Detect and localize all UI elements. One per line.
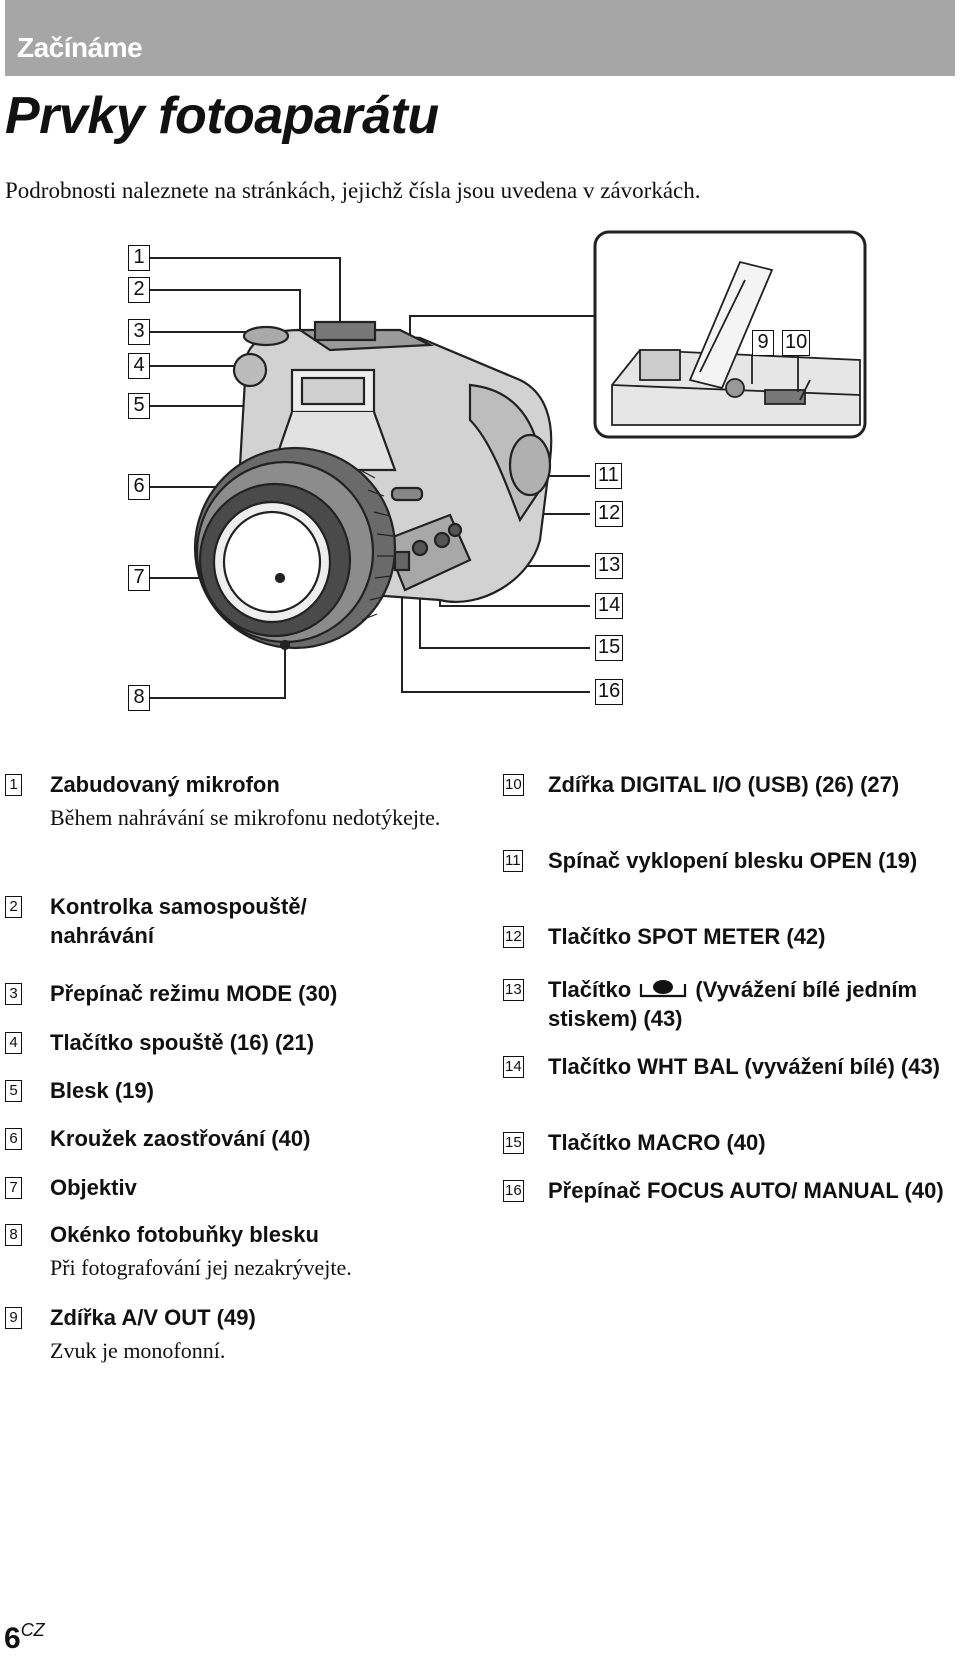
item-number: 10 [503, 774, 524, 796]
callout-10: 10 [782, 330, 811, 356]
item-note: Během nahrávání se mikrofonu nedotýkejte… [50, 805, 441, 830]
item-label: Spínač vyklopení blesku OPEN (19) [548, 848, 918, 873]
callout-15: 15 [595, 635, 624, 661]
item-number: 12 [503, 926, 524, 948]
callout-6: 6 [128, 474, 150, 500]
item-number: 15 [503, 1132, 524, 1154]
item-label-after: (Vyvážení bílé jedním stiskem) (43) [548, 977, 918, 1031]
section-title: Začínáme [17, 32, 143, 63]
item-label: Tlačítko (Vyvážení bílé jedním stiskem) … [548, 975, 948, 1033]
item-label: Tlačítko MACRO (40) [548, 1130, 766, 1155]
item-number: 5 [5, 1080, 22, 1102]
item-label: Kroužek zaostřování (40) [50, 1126, 311, 1151]
item-label: Objektiv [50, 1175, 137, 1200]
item-number: 13 [503, 979, 524, 1001]
callout-3: 3 [128, 319, 150, 345]
item-label: Přepínač režimu MODE (30) [50, 981, 338, 1006]
item-label: Kontrolka samospouště/ nahrávání [50, 894, 307, 948]
callout-16: 16 [595, 679, 624, 705]
item-note: Při fotografování jej nezakrývejte. [50, 1255, 352, 1280]
item-label: Přepínač FOCUS AUTO/ MANUAL (40) [548, 1178, 944, 1203]
one-push-white-balance-icon [640, 980, 687, 998]
item-number: 6 [5, 1128, 22, 1150]
item-label: Okénko fotobuňky blesku [50, 1222, 319, 1247]
callout-13: 13 [595, 553, 624, 579]
callout-11: 11 [595, 463, 622, 489]
item-number: 14 [503, 1056, 524, 1078]
callout-1: 1 [128, 245, 150, 271]
callout-4: 4 [128, 353, 150, 379]
page-footer: 6CZ [4, 1620, 45, 1656]
intro-text: Podrobnosti naleznete na stránkách, jeji… [5, 178, 701, 203]
callout-12: 12 [595, 501, 624, 527]
item-number: 2 [5, 896, 22, 918]
item-number: 1 [5, 774, 22, 796]
item-label: Zdířka A/V OUT (49) [50, 1305, 256, 1330]
language-code: CZ [20, 1620, 45, 1640]
camera-illustration [150, 230, 867, 699]
item-number: 16 [503, 1180, 524, 1202]
item-number: 8 [5, 1224, 22, 1246]
item-label-before: Tlačítko [548, 977, 632, 1002]
callout-9: 9 [752, 330, 774, 356]
callout-7: 7 [128, 565, 150, 591]
item-label: Tlačítko spouště (16) (21) [50, 1030, 315, 1055]
callout-14: 14 [595, 593, 624, 619]
item-label: Zdířka DIGITAL I/O (USB) (26) (27) [548, 772, 900, 797]
item-note: Zvuk je monofonní. [50, 1338, 226, 1363]
callout-2: 2 [128, 277, 150, 303]
item-label: Blesk (19) [50, 1078, 154, 1103]
item-number: 4 [5, 1032, 22, 1054]
item-number: 11 [503, 850, 523, 872]
callout-8: 8 [128, 685, 150, 711]
item-number: 7 [5, 1177, 22, 1199]
callout-5: 5 [128, 393, 150, 419]
page-title: Prvky fotoaparátu [5, 87, 439, 145]
item-label: Zabudovaný mikrofon [50, 772, 280, 797]
item-number: 9 [5, 1307, 22, 1329]
page-number: 6 [4, 1622, 21, 1655]
section-header-bar: Začínáme [5, 0, 955, 76]
item-number: 3 [5, 983, 22, 1005]
item-label: Tlačítko WHT BAL (vyvážení bílé) (43) [548, 1054, 941, 1079]
item-label: Tlačítko SPOT METER (42) [548, 924, 826, 949]
